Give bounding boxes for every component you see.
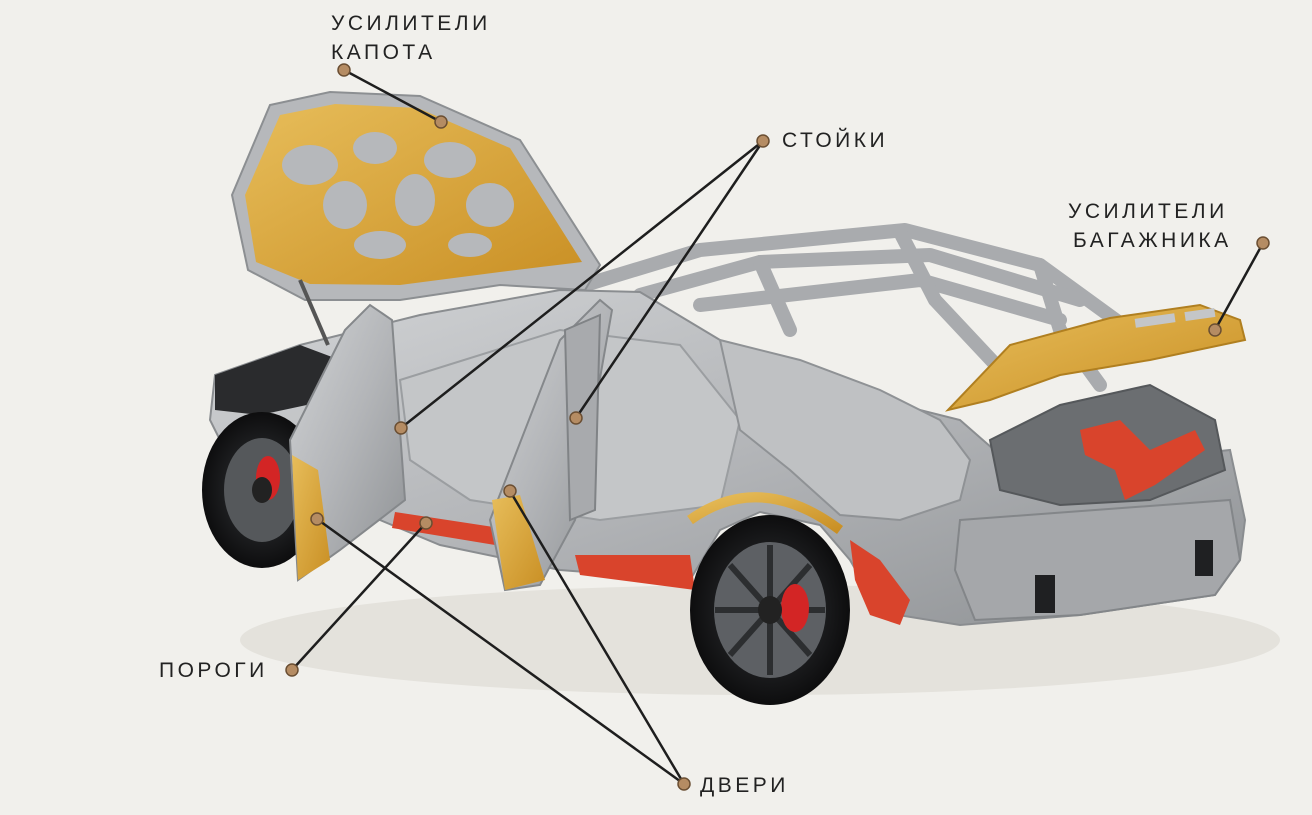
label-doors: ДВЕРИ bbox=[700, 771, 789, 800]
label-trunk-line2: БАГАЖНИКА bbox=[1072, 229, 1232, 252]
label-sills-line1: ПОРОГИ bbox=[159, 659, 268, 682]
callout-lines bbox=[290, 68, 1265, 786]
dot-marker-icon bbox=[434, 115, 448, 129]
callout-line-trunk bbox=[1213, 241, 1265, 332]
label-pillars-line1: СТОЙКИ bbox=[782, 129, 889, 152]
callout-line-sills bbox=[290, 521, 428, 672]
dot-marker-icon bbox=[503, 484, 517, 498]
label-sills: ПОРОГИ bbox=[159, 656, 268, 685]
label-pillars: СТОЙКИ bbox=[782, 126, 888, 155]
sill-reinforcement-front bbox=[392, 512, 500, 545]
label-hood-line2: КАПОТА bbox=[331, 41, 436, 64]
callout-line-doors-b bbox=[508, 489, 686, 786]
callout-line-hood bbox=[342, 68, 443, 124]
callout-line-pillars-a bbox=[399, 139, 765, 430]
dot-marker-icon bbox=[756, 134, 770, 148]
label-hood-line1: УСИЛИТЕЛИ bbox=[331, 12, 491, 35]
trunk-lid-reinforcement bbox=[944, 303, 1247, 412]
roof-frame bbox=[578, 223, 1157, 392]
label-trunk-reinforcements: УСИЛИТЕЛИ БАГАЖНИКА bbox=[1068, 197, 1232, 255]
rear-tow-block bbox=[1195, 540, 1213, 576]
dot-marker-icon bbox=[1208, 323, 1222, 337]
label-trunk-line1: УСИЛИТЕЛИ bbox=[1068, 200, 1228, 223]
rear-quarter-panel bbox=[718, 338, 972, 522]
dot-marker-icon bbox=[285, 663, 299, 677]
rear-wheel bbox=[690, 515, 850, 705]
dot-marker-icon bbox=[677, 777, 691, 791]
callout-markers bbox=[285, 63, 1270, 791]
dot-marker-icon bbox=[1256, 236, 1270, 250]
label-hood-reinforcements: УСИЛИТЕЛИ КАПОТА bbox=[331, 9, 491, 67]
rear-arch-red bbox=[850, 540, 910, 625]
trunk-red-reinforcement bbox=[1080, 420, 1205, 500]
rear-door-gold-reinforcement bbox=[492, 495, 545, 590]
dot-marker-icon bbox=[310, 512, 324, 526]
sill-reinforcement-rear bbox=[575, 555, 695, 590]
dot-marker-icon bbox=[337, 63, 351, 77]
callout-line-pillars-b bbox=[574, 139, 765, 420]
hood-reinforcement bbox=[230, 90, 602, 346]
engine-bay bbox=[215, 345, 340, 415]
label-doors-line1: ДВЕРИ bbox=[700, 774, 789, 797]
rear-tow-block bbox=[1035, 575, 1055, 613]
dot-marker-icon bbox=[419, 516, 433, 530]
rear-bumper bbox=[953, 498, 1242, 622]
dot-marker-icon bbox=[569, 411, 583, 425]
dot-marker-icon bbox=[394, 421, 408, 435]
rear-wheel-arch-trim bbox=[687, 492, 843, 535]
callout-line-doors-a bbox=[315, 517, 686, 786]
